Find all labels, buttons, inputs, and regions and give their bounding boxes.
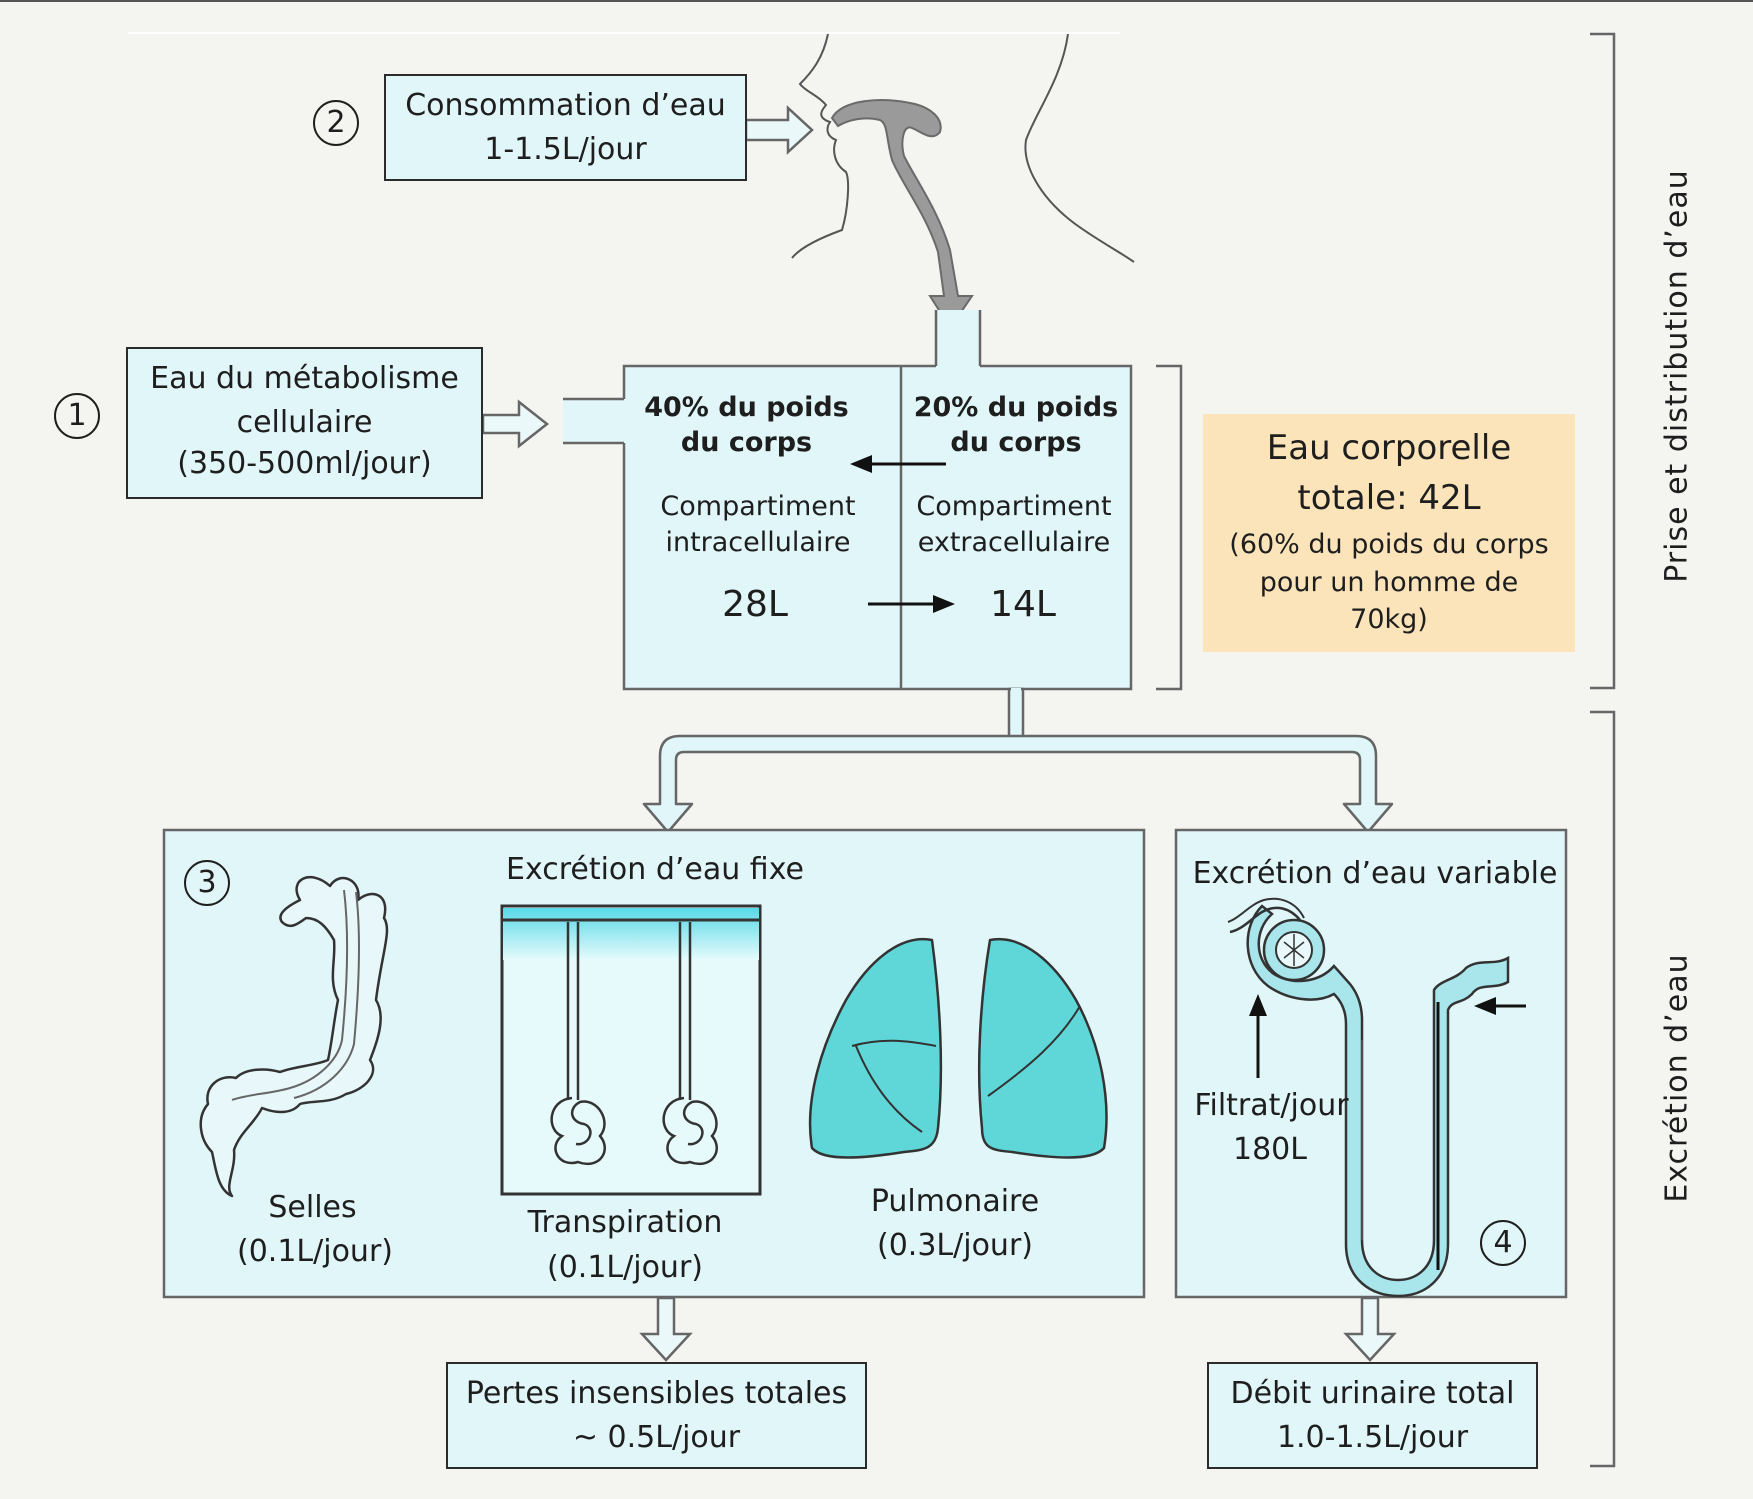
total-water-note-line2: pour un homme de bbox=[1259, 567, 1519, 598]
number-badge-1: 1 bbox=[54, 393, 100, 439]
intra-name-line2: intracellulaire bbox=[665, 527, 851, 558]
nephron-icon bbox=[1227, 897, 1510, 1298]
colon-icon bbox=[199, 875, 389, 1198]
compartment-container bbox=[622, 364, 1133, 691]
insensible-losses-line2: ~ 0.5L/jour bbox=[572, 1420, 741, 1455]
extra-percent-line1: 20% du poids bbox=[913, 392, 1119, 423]
stool-label: Selles bbox=[268, 1190, 357, 1225]
extra-volume: 14L bbox=[990, 584, 1056, 625]
total-water-line2: totale: 42L bbox=[1297, 478, 1481, 518]
water-intake-label: Consommation d’eau bbox=[405, 88, 726, 123]
extra-percent-line2: du corps bbox=[950, 427, 1082, 458]
urine-output-line1: Débit urinaire total bbox=[1230, 1376, 1515, 1411]
urine-output-line2: 1.0-1.5L/jour bbox=[1276, 1420, 1469, 1455]
lungs-icon bbox=[808, 937, 1108, 1159]
sweat-label: Transpiration bbox=[527, 1205, 723, 1240]
metabolism-value: (350-500ml/jour) bbox=[177, 446, 432, 481]
variable-excretion-box bbox=[1174, 828, 1568, 1299]
water-intake-value: 1-1.5L/jour bbox=[484, 132, 647, 167]
urine-output-box: Débit urinaire total 1.0-1.5L/jour bbox=[1207, 1362, 1538, 1469]
metabolism-label-line1: Eau du métabolisme bbox=[150, 361, 459, 396]
total-water-line1: Eau corporelle bbox=[1266, 428, 1512, 468]
sweat-value: (0.1L/jour) bbox=[547, 1250, 703, 1285]
extra-name-line2: extracellulaire bbox=[917, 527, 1111, 558]
total-water-note-line1: (60% du poids du corps bbox=[1229, 529, 1549, 560]
stool-value: (0.1L/jour) bbox=[237, 1234, 393, 1269]
number-badge-2: 2 bbox=[313, 100, 359, 146]
filtrate-value: 180L bbox=[1233, 1132, 1307, 1167]
intra-volume: 28L bbox=[722, 584, 788, 625]
insensible-losses-line1: Pertes insensibles totales bbox=[465, 1376, 848, 1411]
insensible-losses-box: Pertes insensibles totales ~ 0.5L/jour bbox=[446, 1362, 867, 1469]
digestive-tract-icon bbox=[830, 99, 974, 319]
excretion-side-label: Excrétion d’eau bbox=[1659, 953, 1695, 1203]
intake-distribution-side-label: Prise et distribution d’eau bbox=[1659, 169, 1695, 583]
intra-name-line1: Compartiment bbox=[660, 491, 856, 522]
lung-value: (0.3L/jour) bbox=[877, 1228, 1033, 1263]
lung-label: Pulmonaire bbox=[870, 1184, 1040, 1219]
fixed-excretion-title: Excrétion d’eau fixe bbox=[506, 852, 804, 887]
water-intake-box: Consommation d’eau 1-1.5L/jour bbox=[384, 74, 747, 181]
outflow-pipe bbox=[642, 687, 1394, 834]
intra-percent-line2: du corps bbox=[680, 427, 813, 458]
sweat-gland-icon bbox=[500, 904, 762, 1196]
metabolism-label-line2: cellulaire bbox=[236, 405, 373, 440]
extra-name-line1: Compartiment bbox=[916, 491, 1112, 522]
total-water-note-line3: 70kg) bbox=[1350, 604, 1428, 635]
head-profile-icon bbox=[791, 33, 1135, 263]
metabolism-water-box: Eau du métabolisme cellulaire (350-500ml… bbox=[126, 347, 483, 499]
intra-percent-line1: 40% du poids bbox=[644, 392, 849, 423]
variable-excretion-title: Excrétion d’eau variable bbox=[1192, 856, 1558, 891]
number-badge-4: 4 bbox=[1480, 1220, 1526, 1266]
number-badge-3: 3 bbox=[184, 860, 230, 906]
filtrate-label: Filtrat/jour bbox=[1194, 1088, 1349, 1123]
total-body-water-box: Eau corporelle totale: 42L (60% du poids… bbox=[1203, 414, 1575, 652]
